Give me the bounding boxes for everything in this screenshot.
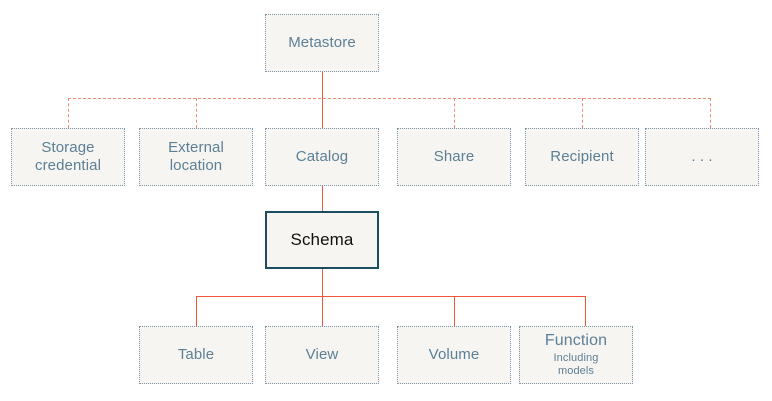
connector-drop-catalog: [322, 98, 323, 128]
connector-drop-function: [585, 296, 586, 327]
connector-drop-storage-credential: [68, 98, 69, 128]
node-external-location[interactable]: External location: [139, 128, 253, 186]
node-schema-label: Schema: [290, 229, 354, 249]
node-catalog-label: Catalog: [295, 147, 349, 165]
connector-drop-view: [322, 296, 323, 327]
node-volume-label: Volume: [428, 345, 480, 363]
node-table-label: Table: [177, 345, 215, 363]
node-volume[interactable]: Volume: [397, 326, 511, 384]
connector-catalog-to-schema: [322, 186, 323, 211]
connector-drop-share: [454, 98, 455, 128]
node-more-label: . . .: [691, 147, 713, 165]
node-metastore-label: Metastore: [288, 33, 356, 51]
node-schema[interactable]: Schema: [265, 211, 379, 269]
node-table[interactable]: Table: [139, 326, 253, 384]
node-function[interactable]: Function Including models: [519, 326, 633, 384]
node-recipient-label: Recipient: [550, 147, 614, 165]
node-recipient[interactable]: Recipient: [525, 128, 639, 186]
connector-metastore-to-bus: [322, 72, 323, 99]
node-more[interactable]: . . .: [645, 128, 759, 186]
node-view-label: View: [305, 345, 339, 363]
connector-drop-table: [196, 296, 197, 327]
node-share[interactable]: Share: [397, 128, 511, 186]
node-share-label: Share: [433, 147, 475, 165]
node-external-location-label: External location: [168, 138, 224, 174]
node-view[interactable]: View: [265, 326, 379, 384]
connector-drop-recipient: [582, 98, 583, 128]
node-storage-credential-label: Storage credential: [34, 138, 102, 174]
connector-drop-external-location: [196, 98, 197, 128]
connector-bus-objects: [196, 296, 585, 297]
node-storage-credential[interactable]: Storage credential: [11, 128, 125, 186]
node-function-sublabel: Including models: [553, 351, 599, 378]
connector-bus-securables: [68, 98, 711, 99]
connector-drop-volume: [454, 296, 455, 327]
connector-drop-more: [710, 98, 711, 128]
node-function-label: Function: [544, 332, 608, 350]
node-metastore[interactable]: Metastore: [265, 14, 379, 72]
node-catalog[interactable]: Catalog: [265, 128, 379, 186]
